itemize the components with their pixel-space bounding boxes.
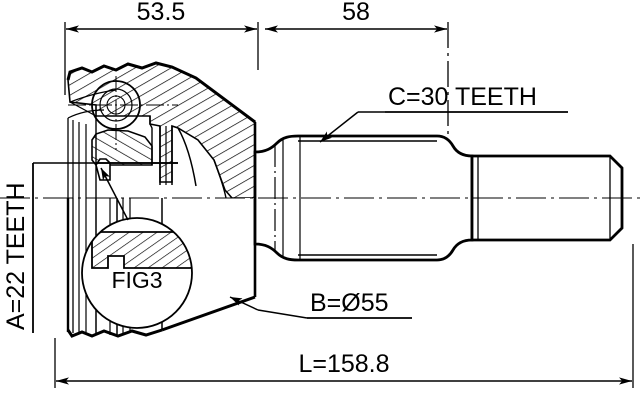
boot-ribs-upper	[67, 116, 97, 198]
fig3-leader-line	[100, 167, 129, 221]
bore-contour	[177, 127, 197, 187]
fig3-groove-profile	[91, 231, 192, 269]
dimension-overall-length: L=158.8	[54, 244, 634, 388]
body-lower-scallop-outline	[66, 328, 163, 338]
cage-arc-outer	[69, 89, 117, 103]
dimension-58: 58	[265, 0, 449, 155]
bore-contour-2	[213, 159, 227, 199]
inner-spline-stub-upper	[149, 116, 173, 185]
callout-a-22-teeth: A=22 TEETH	[2, 162, 178, 333]
dimension-53-5: 53.5	[64, 0, 259, 95]
callout-b-leader-horizontal	[257, 309, 308, 319]
callout-b-diameter: B=Ø55	[229, 289, 412, 319]
fig3-detail-content	[91, 231, 192, 269]
fig3-label: FIG3	[111, 267, 162, 293]
housing-crown-outline	[66, 61, 256, 124]
callout-c-leader-diagonal	[319, 111, 359, 143]
callout-b-leader-diagonal	[229, 296, 259, 311]
fig3-detail-callout: FIG3	[81, 167, 193, 329]
dimension-label-L: L=158.8	[298, 350, 389, 378]
cv-joint-body: FIG3	[66, 61, 257, 338]
callout-b-label: B=Ø55	[310, 289, 389, 317]
dimension-label-58: 58	[342, 0, 370, 26]
callout-c-30-teeth: C=30 TEETH	[319, 83, 568, 143]
cage-web-line	[69, 101, 97, 117]
callout-c-label: C=30 TEETH	[388, 83, 537, 111]
callout-a-label: A=22 TEETH	[2, 182, 30, 330]
dimension-label-53-5: 53.5	[137, 0, 186, 26]
